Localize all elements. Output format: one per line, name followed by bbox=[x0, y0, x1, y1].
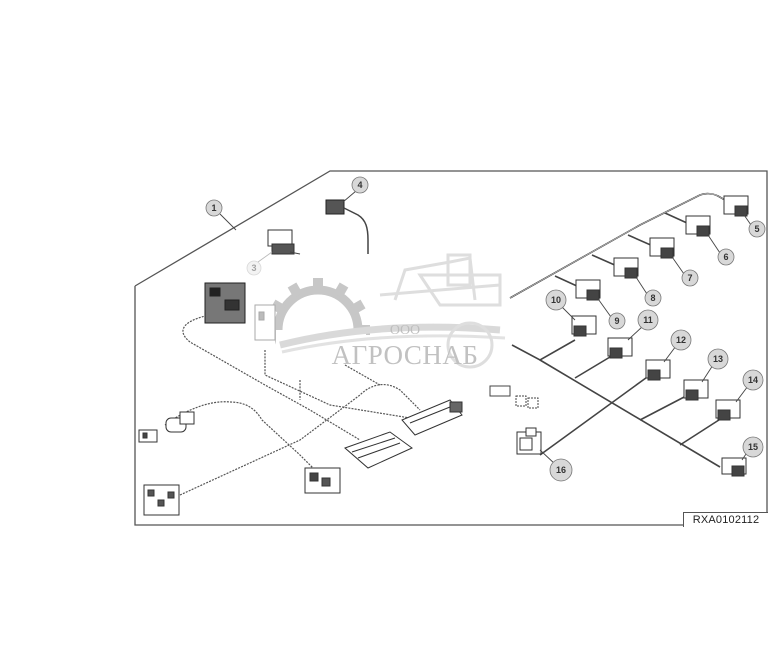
connector-12 bbox=[645, 359, 671, 381]
callout-8: 8 bbox=[644, 289, 662, 307]
callout-5: 5 bbox=[748, 220, 766, 238]
connector-5 bbox=[723, 195, 749, 217]
callout-6: 6 bbox=[717, 248, 735, 266]
connector-10 bbox=[571, 315, 597, 337]
callout-11: 11 bbox=[637, 309, 659, 331]
svg-text:16: 16 bbox=[556, 465, 566, 475]
callout-13: 13 bbox=[707, 348, 729, 370]
callout-16: 16 bbox=[549, 458, 573, 482]
svg-text:3: 3 bbox=[251, 263, 256, 273]
connector-left-small bbox=[138, 411, 195, 443]
connector-9 bbox=[575, 279, 601, 301]
callout-12: 12 bbox=[670, 329, 692, 351]
svg-text:14: 14 bbox=[748, 375, 758, 385]
connector-left-main bbox=[204, 282, 246, 324]
callout-4: 4 bbox=[351, 176, 369, 194]
callout-1: 1 bbox=[205, 199, 223, 217]
callout-10: 10 bbox=[545, 289, 567, 311]
svg-text:12: 12 bbox=[676, 335, 686, 345]
svg-text:4: 4 bbox=[357, 180, 362, 190]
connector-left-middle bbox=[304, 467, 341, 494]
svg-text:9: 9 bbox=[614, 316, 619, 326]
svg-text:1: 1 bbox=[211, 203, 216, 213]
connector-6 bbox=[685, 215, 711, 237]
connector-15 bbox=[721, 457, 747, 477]
connector-8 bbox=[613, 257, 639, 279]
watermark-name: АГРОСНАБ bbox=[332, 340, 479, 370]
svg-text:5: 5 bbox=[754, 224, 759, 234]
connector-16 bbox=[516, 427, 542, 455]
connector-14 bbox=[715, 399, 741, 421]
callout-15: 15 bbox=[742, 436, 764, 458]
reference-code: RXA0102112 bbox=[683, 512, 768, 527]
svg-text:15: 15 bbox=[748, 442, 758, 452]
connector-13 bbox=[683, 379, 709, 401]
connector-left-large-2 bbox=[401, 399, 463, 436]
harness-right-upper bbox=[509, 192, 733, 299]
callout-9: 9 bbox=[608, 312, 626, 330]
connector-4 bbox=[325, 199, 369, 254]
svg-text:6: 6 bbox=[723, 252, 728, 262]
callout-7: 7 bbox=[681, 269, 699, 287]
svg-text:10: 10 bbox=[551, 295, 561, 305]
callout-14: 14 bbox=[742, 369, 764, 391]
watermark-prefix: ООО bbox=[390, 323, 420, 338]
combine-harvester-icon bbox=[379, 253, 502, 369]
connector-7 bbox=[649, 237, 675, 259]
connector-left-secondary bbox=[254, 304, 276, 341]
loose-parts bbox=[489, 385, 539, 409]
connector-left-bottom bbox=[143, 484, 180, 516]
connector-left-large-1 bbox=[344, 431, 413, 469]
callout-3: 3 bbox=[246, 260, 262, 276]
svg-text:11: 11 bbox=[643, 315, 653, 325]
harness-right-upper-inner bbox=[509, 193, 733, 299]
connector-3 bbox=[267, 229, 301, 255]
diagram-frame bbox=[134, 170, 768, 526]
svg-text:7: 7 bbox=[687, 273, 692, 283]
svg-text:8: 8 bbox=[650, 293, 655, 303]
svg-text:13: 13 bbox=[713, 354, 723, 364]
connector-11 bbox=[607, 337, 633, 359]
watermark: ООО АГРОСНАБ bbox=[266, 253, 506, 375]
harness-right-lower bbox=[511, 339, 723, 468]
